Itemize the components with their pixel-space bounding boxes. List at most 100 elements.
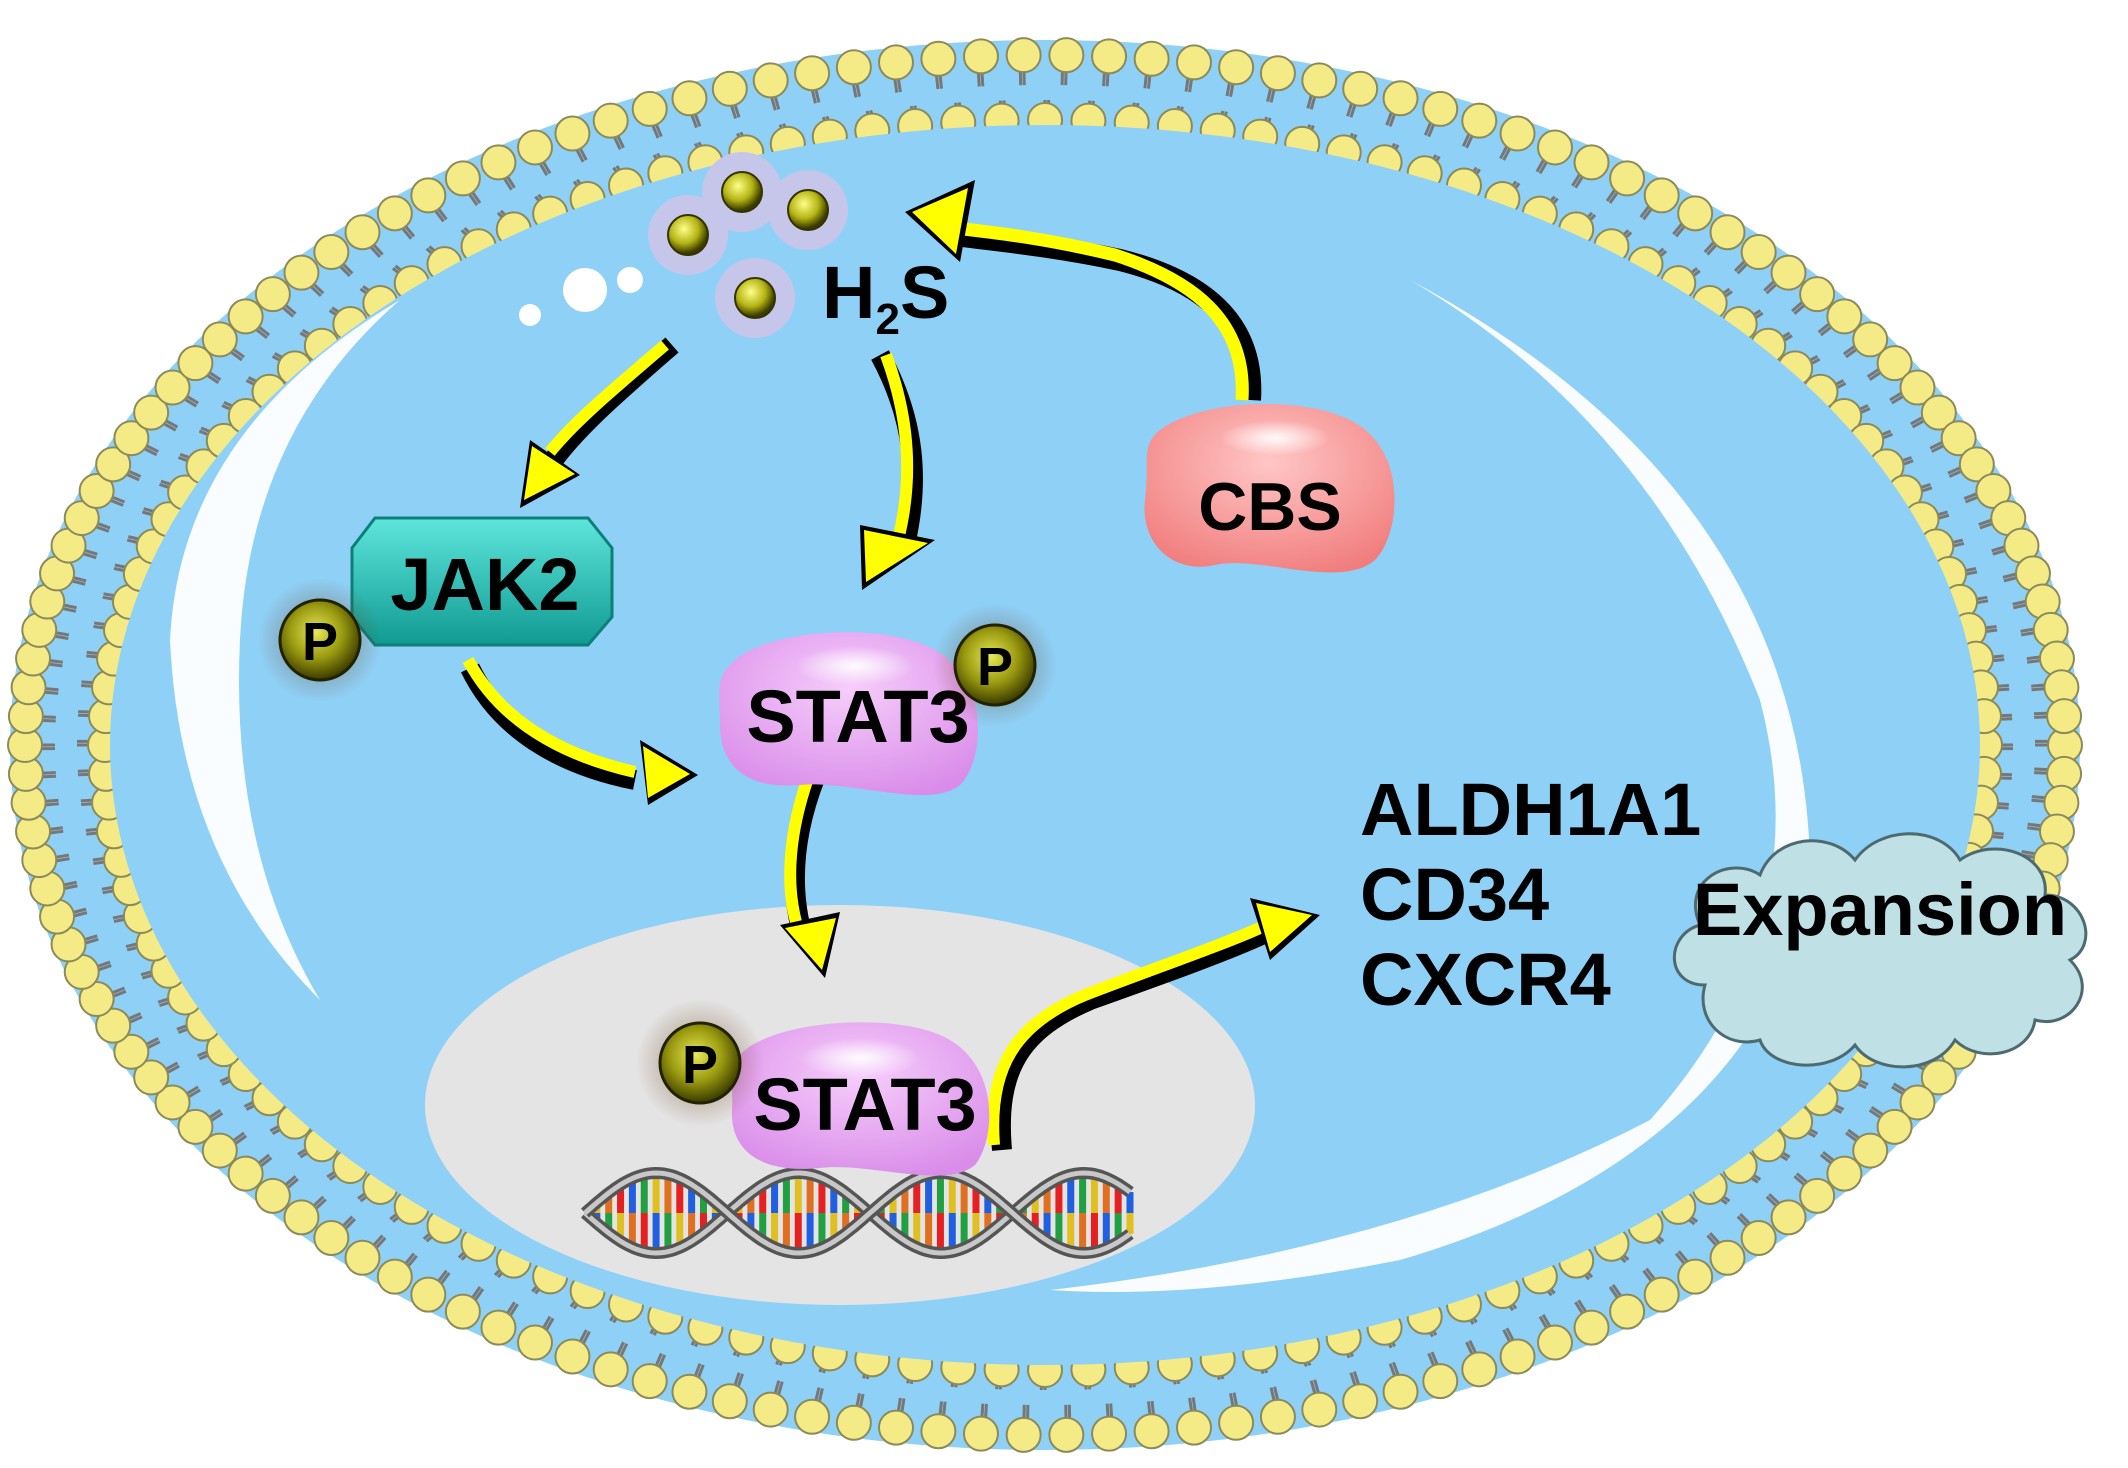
- phospho-jak2: P: [258, 578, 382, 702]
- lipid-head: [1301, 1391, 1338, 1428]
- lipid-head: [113, 1033, 150, 1070]
- lipid-head: [835, 49, 872, 86]
- lipid-head: [554, 1338, 591, 1375]
- lipid-head: [133, 1059, 170, 1096]
- lipid-head: [201, 321, 238, 358]
- lipid-head: [1259, 55, 1296, 92]
- lipid-head: [517, 129, 553, 166]
- lipid-head: [1176, 1409, 1213, 1446]
- arrow-jak2-to-stat3: [461, 657, 698, 805]
- lipid-head: [1876, 1108, 1913, 1145]
- lipid-head: [376, 1258, 413, 1295]
- lipid-head: [1382, 80, 1419, 117]
- phospho-stat3-cytoplasm-label: P: [977, 637, 1013, 697]
- lipid-head: [313, 234, 350, 271]
- lipid-head: [1899, 1084, 1936, 1121]
- lipid-head: [1005, 37, 1042, 74]
- h2s-label: H2S: [822, 251, 949, 344]
- shine-arc-left: [170, 300, 400, 1000]
- lipid-head: [133, 394, 170, 431]
- lipid-head: [1218, 49, 1255, 86]
- lipid-head: [1799, 276, 1836, 313]
- phospho-stat3-cytoplasm: P: [933, 603, 1057, 727]
- arrow-h2s-to-jak2: [520, 337, 679, 508]
- lipid-head: [1958, 446, 1995, 483]
- lipid-head: [1499, 115, 1536, 152]
- lipid-head: [1677, 1258, 1714, 1295]
- phospho-stat3-nucleus-label: P: [682, 1035, 718, 1095]
- lipid-head: [1301, 62, 1338, 99]
- lipid-head: [154, 1084, 191, 1121]
- lipid-head: [227, 1155, 264, 1192]
- lipid-head: [920, 1413, 957, 1450]
- gene-aldh1a1: ALDH1A1: [1360, 768, 1701, 851]
- lipid-head: [592, 102, 629, 139]
- cbs-label: CBS: [1198, 469, 1342, 545]
- stat3-nucleus-protein: STAT3: [731, 1022, 990, 1176]
- lipid-head: [631, 90, 668, 127]
- lipid-head: [1422, 1363, 1459, 1400]
- lipid-head: [227, 298, 264, 335]
- lipid-head: [376, 195, 413, 232]
- arrow-stat3-to-genes: [987, 898, 1320, 1151]
- lipid-head: [1709, 1239, 1746, 1276]
- lipid-head: [154, 369, 191, 406]
- lipid-head: [1091, 1415, 1128, 1452]
- lipid-head: [962, 1415, 999, 1452]
- lipid-head: [1852, 1132, 1889, 1169]
- lipid-head: [1218, 1404, 1255, 1441]
- lipid-head: [1643, 177, 1680, 214]
- lipid-head: [877, 1409, 914, 1446]
- lipid-head: [254, 276, 291, 313]
- lipid-head: [410, 1276, 447, 1313]
- lipid-head: [480, 1309, 517, 1346]
- jak2-label: JAK2: [390, 543, 579, 626]
- lipid-head: [1133, 40, 1170, 77]
- lipid-head: [444, 160, 481, 197]
- lipid-head: [631, 1363, 668, 1400]
- lipid-head: [835, 1404, 872, 1441]
- lipid-head: [1537, 129, 1573, 166]
- lipid-head: [1899, 369, 1936, 406]
- dna-helix: [581, 1166, 1134, 1260]
- lipid-head: [95, 1007, 132, 1044]
- expansion-label: Expansion: [1693, 868, 2067, 951]
- target-gene-list: ALDH1A1 CD34 CXCR4: [1360, 768, 1701, 1021]
- lipid-head: [410, 177, 447, 214]
- lipid-head: [1609, 1293, 1646, 1330]
- lipid-head: [711, 1383, 748, 1420]
- lipid-head: [1422, 90, 1459, 127]
- jak2-protein: JAK2: [350, 516, 614, 647]
- lipid-head: [1382, 1373, 1419, 1410]
- expansion-cloud: Expansion: [1672, 832, 2088, 1069]
- lipid-head: [1770, 254, 1807, 291]
- lipid-head: [877, 44, 914, 81]
- lipid-head: [1643, 1276, 1680, 1313]
- lipid-head: [1537, 1324, 1573, 1361]
- lipid-head: [1259, 1398, 1296, 1435]
- lipid-head: [2046, 698, 2083, 735]
- lipid-head: [1342, 70, 1379, 107]
- lipid-head: [920, 40, 957, 77]
- lipid-head: [254, 1177, 291, 1214]
- lipid-head: [1499, 1338, 1536, 1375]
- lipid-head: [1799, 1177, 1836, 1214]
- gene-cxcr4: CXCR4: [1360, 938, 1611, 1021]
- stat3-cytoplasm-protein: STAT3: [719, 632, 978, 796]
- lipid-head: [1609, 160, 1646, 197]
- lipid-head: [444, 1293, 481, 1330]
- lipid-head: [283, 1199, 320, 1236]
- lipid-head: [1048, 1416, 1085, 1453]
- lipid-head: [794, 1398, 831, 1435]
- lipid-head: [78, 472, 115, 509]
- lipid-head: [1176, 44, 1213, 81]
- lipid-head: [1573, 1309, 1610, 1346]
- lipid-head: [201, 1132, 238, 1169]
- phospho-jak2-label: P: [302, 612, 338, 672]
- arrow-h2s-to-stat3: [860, 350, 935, 590]
- lipid-head: [177, 1108, 214, 1145]
- lipid-head: [1740, 1219, 1777, 1256]
- lipid-head: [554, 115, 591, 152]
- arrow-cbs-to-h2s: [905, 180, 1262, 401]
